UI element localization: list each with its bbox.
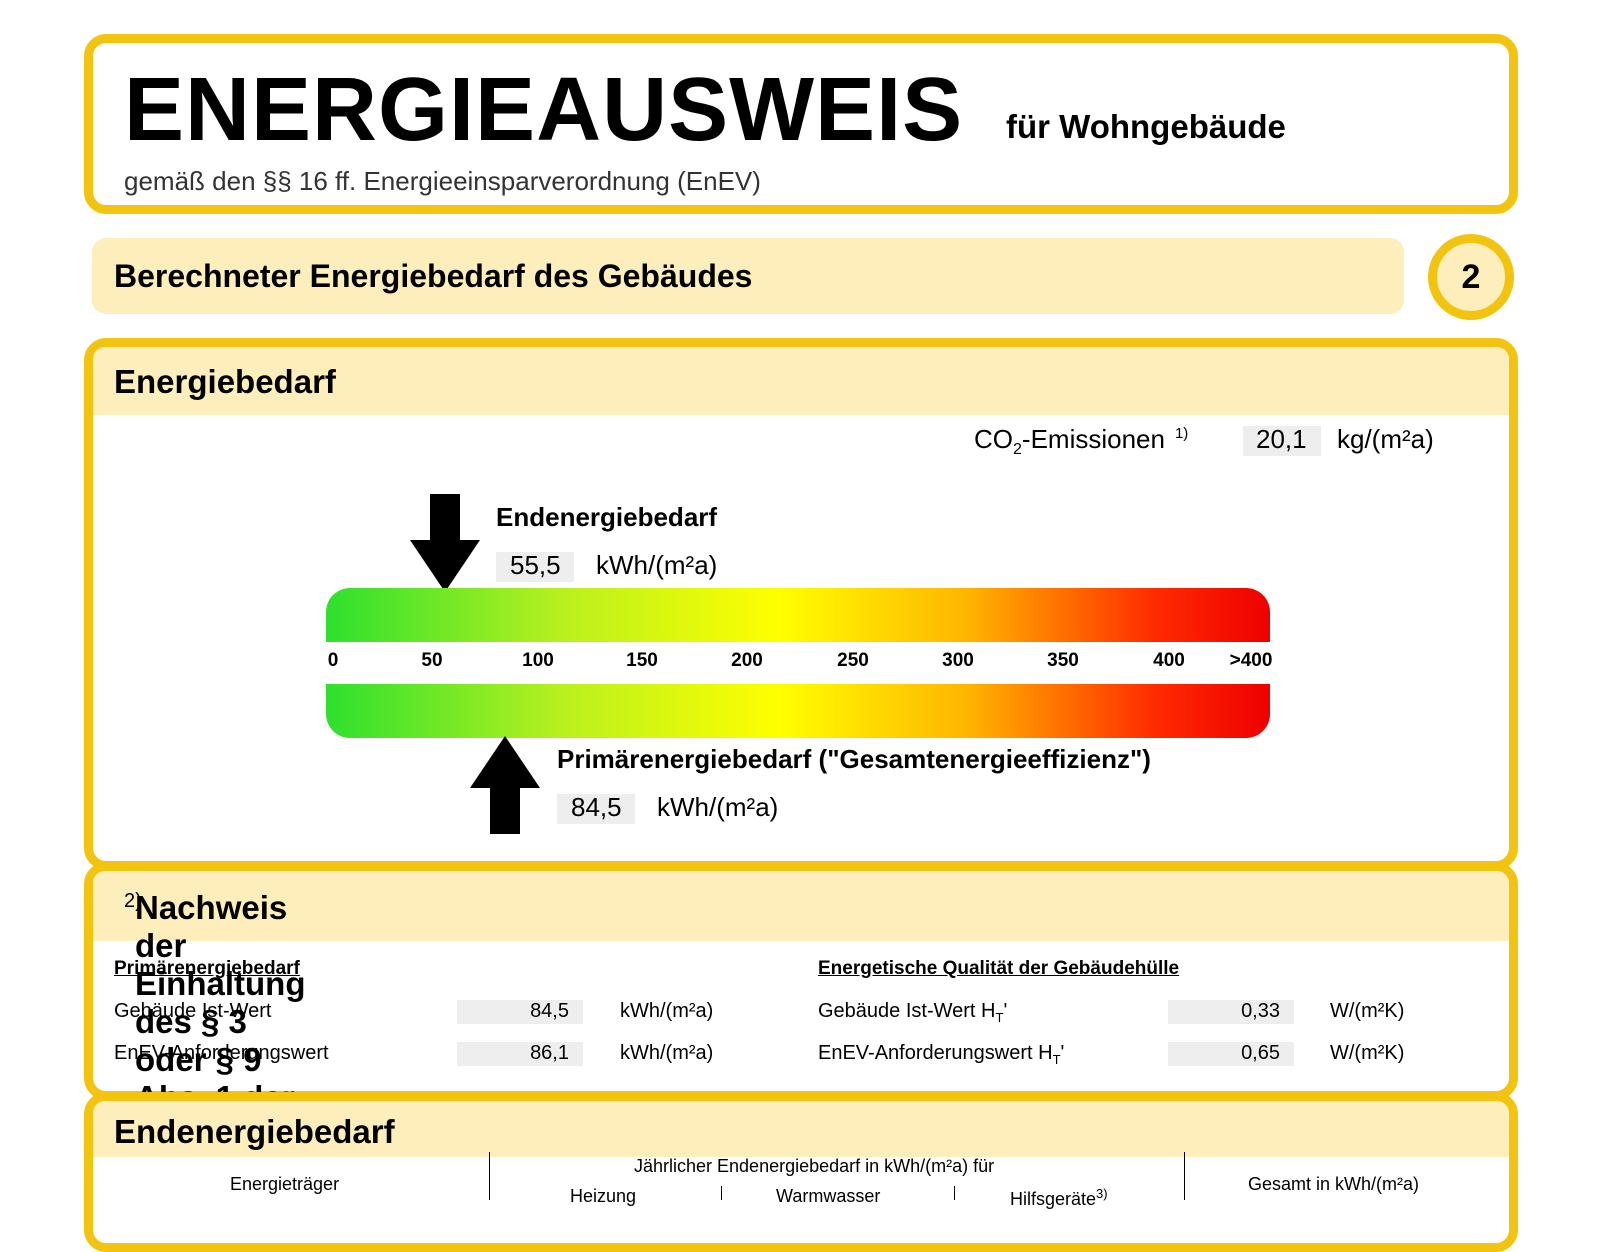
left-heading: Primärenergiebedarf — [114, 958, 300, 979]
scale-tick-9: >400 — [1229, 650, 1273, 671]
right-row-1-value: 0,33 — [1241, 1000, 1280, 1022]
page-number: 2 — [1461, 258, 1481, 296]
endenergie-arrow-icon — [410, 494, 480, 592]
scale-tick-0: 0 — [327, 650, 339, 671]
right-row-2-value-box — [1168, 1042, 1294, 1066]
left-row-2-unit: kWh/(m²a) — [620, 1042, 714, 1064]
right-heading: Energetische Qualität der Gebäudehülle — [818, 958, 1180, 979]
primaerenergie-value: 84,5 — [571, 792, 622, 822]
page-number-circle: 2 — [1428, 234, 1514, 320]
left-row-1-label: Gebäude Ist-Wert — [114, 1000, 272, 1022]
nachweis-header: Nachweis der Einhaltung des § 3 oder § 9… — [93, 871, 1509, 1154]
title-main: ENERGIEAUSWEIS — [124, 60, 964, 160]
right-row-1-value-box — [1168, 1000, 1294, 1024]
energiebedarf-title: Energiebedarf — [114, 363, 336, 400]
table-divider-2 — [721, 1186, 722, 1200]
left-row-2-value: 86,1 — [530, 1042, 569, 1064]
primaerenergie-label: Primärenergiebedarf ("Gesamtenergieeffiz… — [557, 744, 1151, 774]
primaerenergie-unit: kWh/(m²a) — [657, 792, 779, 822]
energy-scale-top-bar — [326, 588, 1270, 642]
subtitle: gemäß den §§ 16 ff. Energieeinsparverord… — [124, 166, 761, 196]
col-energietraeger: Energieträger — [230, 1174, 340, 1194]
energy-scale-bottom-bar — [326, 684, 1270, 738]
col-gesamt: Gesamt in kWh/(m²a) — [1248, 1174, 1420, 1194]
co2-value: 20,1 — [1256, 424, 1307, 454]
section-title: Berechneter Energiebedarf des Gebäudes — [114, 258, 753, 294]
endenergie-label: Endenergiebedarf — [496, 502, 718, 532]
table-divider-1 — [489, 1152, 490, 1200]
right-row-1-unit: W/(m²K) — [1330, 1000, 1405, 1022]
right-row-1-label: Gebäude Ist-Wert HT' — [818, 1000, 1008, 1025]
endenergiebedarf-table-header: Endenergiebedarf — [93, 1101, 1509, 1157]
right-row-2-label: EnEV-Anforderungswert HT' — [818, 1042, 1065, 1067]
title-suffix: für Wohngebäude — [1006, 108, 1286, 145]
left-row-1-unit: kWh/(m²a) — [620, 1000, 714, 1022]
scale-tick-7: 350 — [1047, 650, 1079, 671]
co2-value-box — [1243, 426, 1321, 456]
endenergie-unit: kWh/(m²a) — [596, 550, 718, 580]
scale-tick-1: 50 — [421, 650, 443, 671]
scale-tick-5: 250 — [837, 650, 869, 671]
right-row-2-unit: W/(m²K) — [1330, 1042, 1405, 1064]
title-box — [84, 34, 1518, 214]
col-warmwasser: Warmwasser — [776, 1186, 881, 1206]
primaerenergie-value-box — [557, 794, 635, 824]
scale-tick-2: 100 — [522, 650, 554, 671]
scale-tick-6: 300 — [942, 650, 974, 671]
col-hilfsgeraete: Hilfsgeräte3) — [1010, 1186, 1108, 1209]
left-row-2-value-box — [457, 1042, 583, 1066]
left-row-1-value: 84,5 — [530, 1000, 569, 1022]
scale-tick-4: 200 — [731, 650, 763, 671]
endenergie-value: 55,5 — [510, 550, 561, 580]
col-jaehrlich: Jährlicher Endenergiebedarf in kWh/(m²a)… — [634, 1156, 995, 1176]
scale-tick-3: 150 — [626, 650, 658, 671]
scale-tick-8: 400 — [1153, 650, 1185, 671]
primaerenergie-arrow-icon — [470, 736, 540, 834]
left-row-2-label: EnEV-Anforderungswert — [114, 1042, 329, 1064]
left-row-1-value-box — [457, 1000, 583, 1024]
document-title: ENERGIEAUSWEIS — [124, 60, 963, 160]
table-divider-4 — [1184, 1152, 1185, 1200]
endenergiebedarf-table-title: Endenergiebedarf — [114, 1113, 395, 1150]
col-heizung: Heizung — [570, 1186, 637, 1206]
energiebedarf-header: Energiebedarf — [93, 347, 1509, 415]
co2-unit: kg/(m²a) — [1337, 424, 1434, 454]
nachweis-title: Nachweis der Einhaltung des § 3 oder § 9… — [124, 889, 306, 1154]
right-row-2-value: 0,65 — [1241, 1042, 1280, 1064]
section-band — [92, 238, 1404, 314]
table-divider-3 — [954, 1186, 955, 1200]
endenergie-value-box — [496, 552, 574, 582]
